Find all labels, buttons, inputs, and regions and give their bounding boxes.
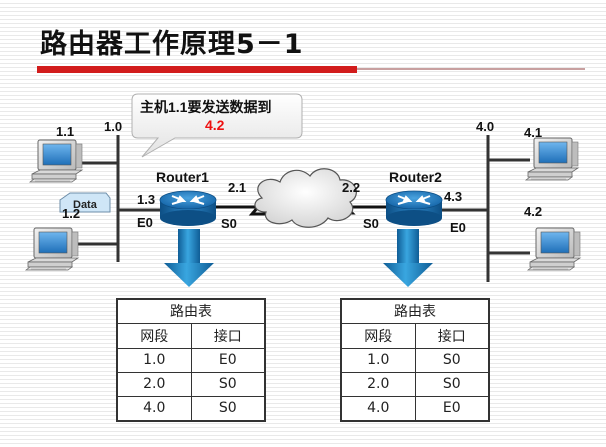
title-underline-red: [37, 66, 357, 73]
host-1-2-computer-icon[interactable]: [25, 227, 79, 271]
table-caption: 路由表: [340, 298, 490, 324]
column-header-network: 网段: [340, 322, 416, 349]
callout-destination: 4.2: [205, 117, 225, 133]
table-row: 2.0 S0: [340, 371, 490, 397]
host-4-1-computer-icon[interactable]: [525, 137, 579, 181]
routing-table-router1: 路由表 网段 接口 1.0 E0 2.0 S0 4.0 S0: [116, 298, 266, 422]
router1-e0-label: E0: [137, 215, 153, 230]
router2-s0-label: S0: [363, 216, 379, 231]
host-4-2-computer-icon[interactable]: [527, 227, 581, 271]
cell-network: 4.0: [116, 395, 192, 421]
callout-bubble: 主机1.1要发送数据到 4.2: [131, 93, 303, 158]
serial-link-left: [216, 205, 272, 216]
router1-e0-ip: 1.3: [137, 192, 155, 207]
cell-interface: S0: [414, 371, 490, 397]
table-row: 2.0 S0: [116, 371, 266, 397]
cell-network: 1.0: [340, 347, 416, 373]
host-1-1-label: 1.1: [56, 124, 74, 139]
cell-interface: S0: [190, 395, 266, 421]
router2-icon[interactable]: [385, 190, 443, 227]
router1-name: Router1: [156, 169, 209, 185]
router1-s0-ip: 2.1: [228, 180, 246, 195]
routing-table-router2: 路由表 网段 接口 1.0 S0 2.0 S0 4.0 E0: [340, 298, 490, 422]
wan-cloud-icon: [254, 168, 357, 228]
router2-s0-ip: 2.2: [342, 180, 360, 195]
callout-text: 主机1.1要发送数据到: [140, 99, 271, 115]
table-caption: 路由表: [116, 298, 266, 324]
host-1-1-computer-icon[interactable]: [29, 139, 83, 183]
table-row: 1.0 E0: [116, 347, 266, 373]
router2-e0-ip: 4.3: [444, 189, 462, 204]
cell-network: 2.0: [340, 371, 416, 397]
data-packet-label: Data: [73, 199, 98, 211]
host-4-2-label: 4.2: [524, 204, 542, 219]
table-row: 4.0 S0: [116, 395, 266, 421]
table-row: 4.0 E0: [340, 395, 490, 421]
router1-s0-label: S0: [221, 216, 237, 231]
host-4-1-label: 4.1: [524, 125, 542, 140]
title-underline-thin: [357, 68, 585, 70]
column-header-interface: 接口: [190, 322, 266, 349]
network-4-label: 4.0: [476, 119, 494, 134]
router2-table-arrow-icon: [383, 229, 433, 287]
router2-name: Router2: [389, 169, 442, 185]
cell-network: 2.0: [116, 371, 192, 397]
table-row: 1.0 S0: [340, 347, 490, 373]
cell-network: 4.0: [340, 395, 416, 421]
router1-table-arrow-icon: [164, 229, 214, 287]
router1-icon[interactable]: [159, 190, 217, 227]
column-header-network: 网段: [116, 322, 192, 349]
page-title: 路由器工作原理5－1: [40, 29, 304, 60]
column-header-interface: 接口: [414, 322, 490, 349]
host-1-2-label: 1.2: [62, 206, 80, 221]
cell-interface: S0: [190, 371, 266, 397]
cell-interface: S0: [414, 347, 490, 373]
router2-e0-label: E0: [450, 220, 466, 235]
cell-network: 1.0: [116, 347, 192, 373]
cell-interface: E0: [190, 347, 266, 373]
cell-interface: E0: [414, 395, 490, 421]
network-1-label: 1.0: [104, 119, 122, 134]
data-packet-icon: Data: [59, 192, 111, 213]
